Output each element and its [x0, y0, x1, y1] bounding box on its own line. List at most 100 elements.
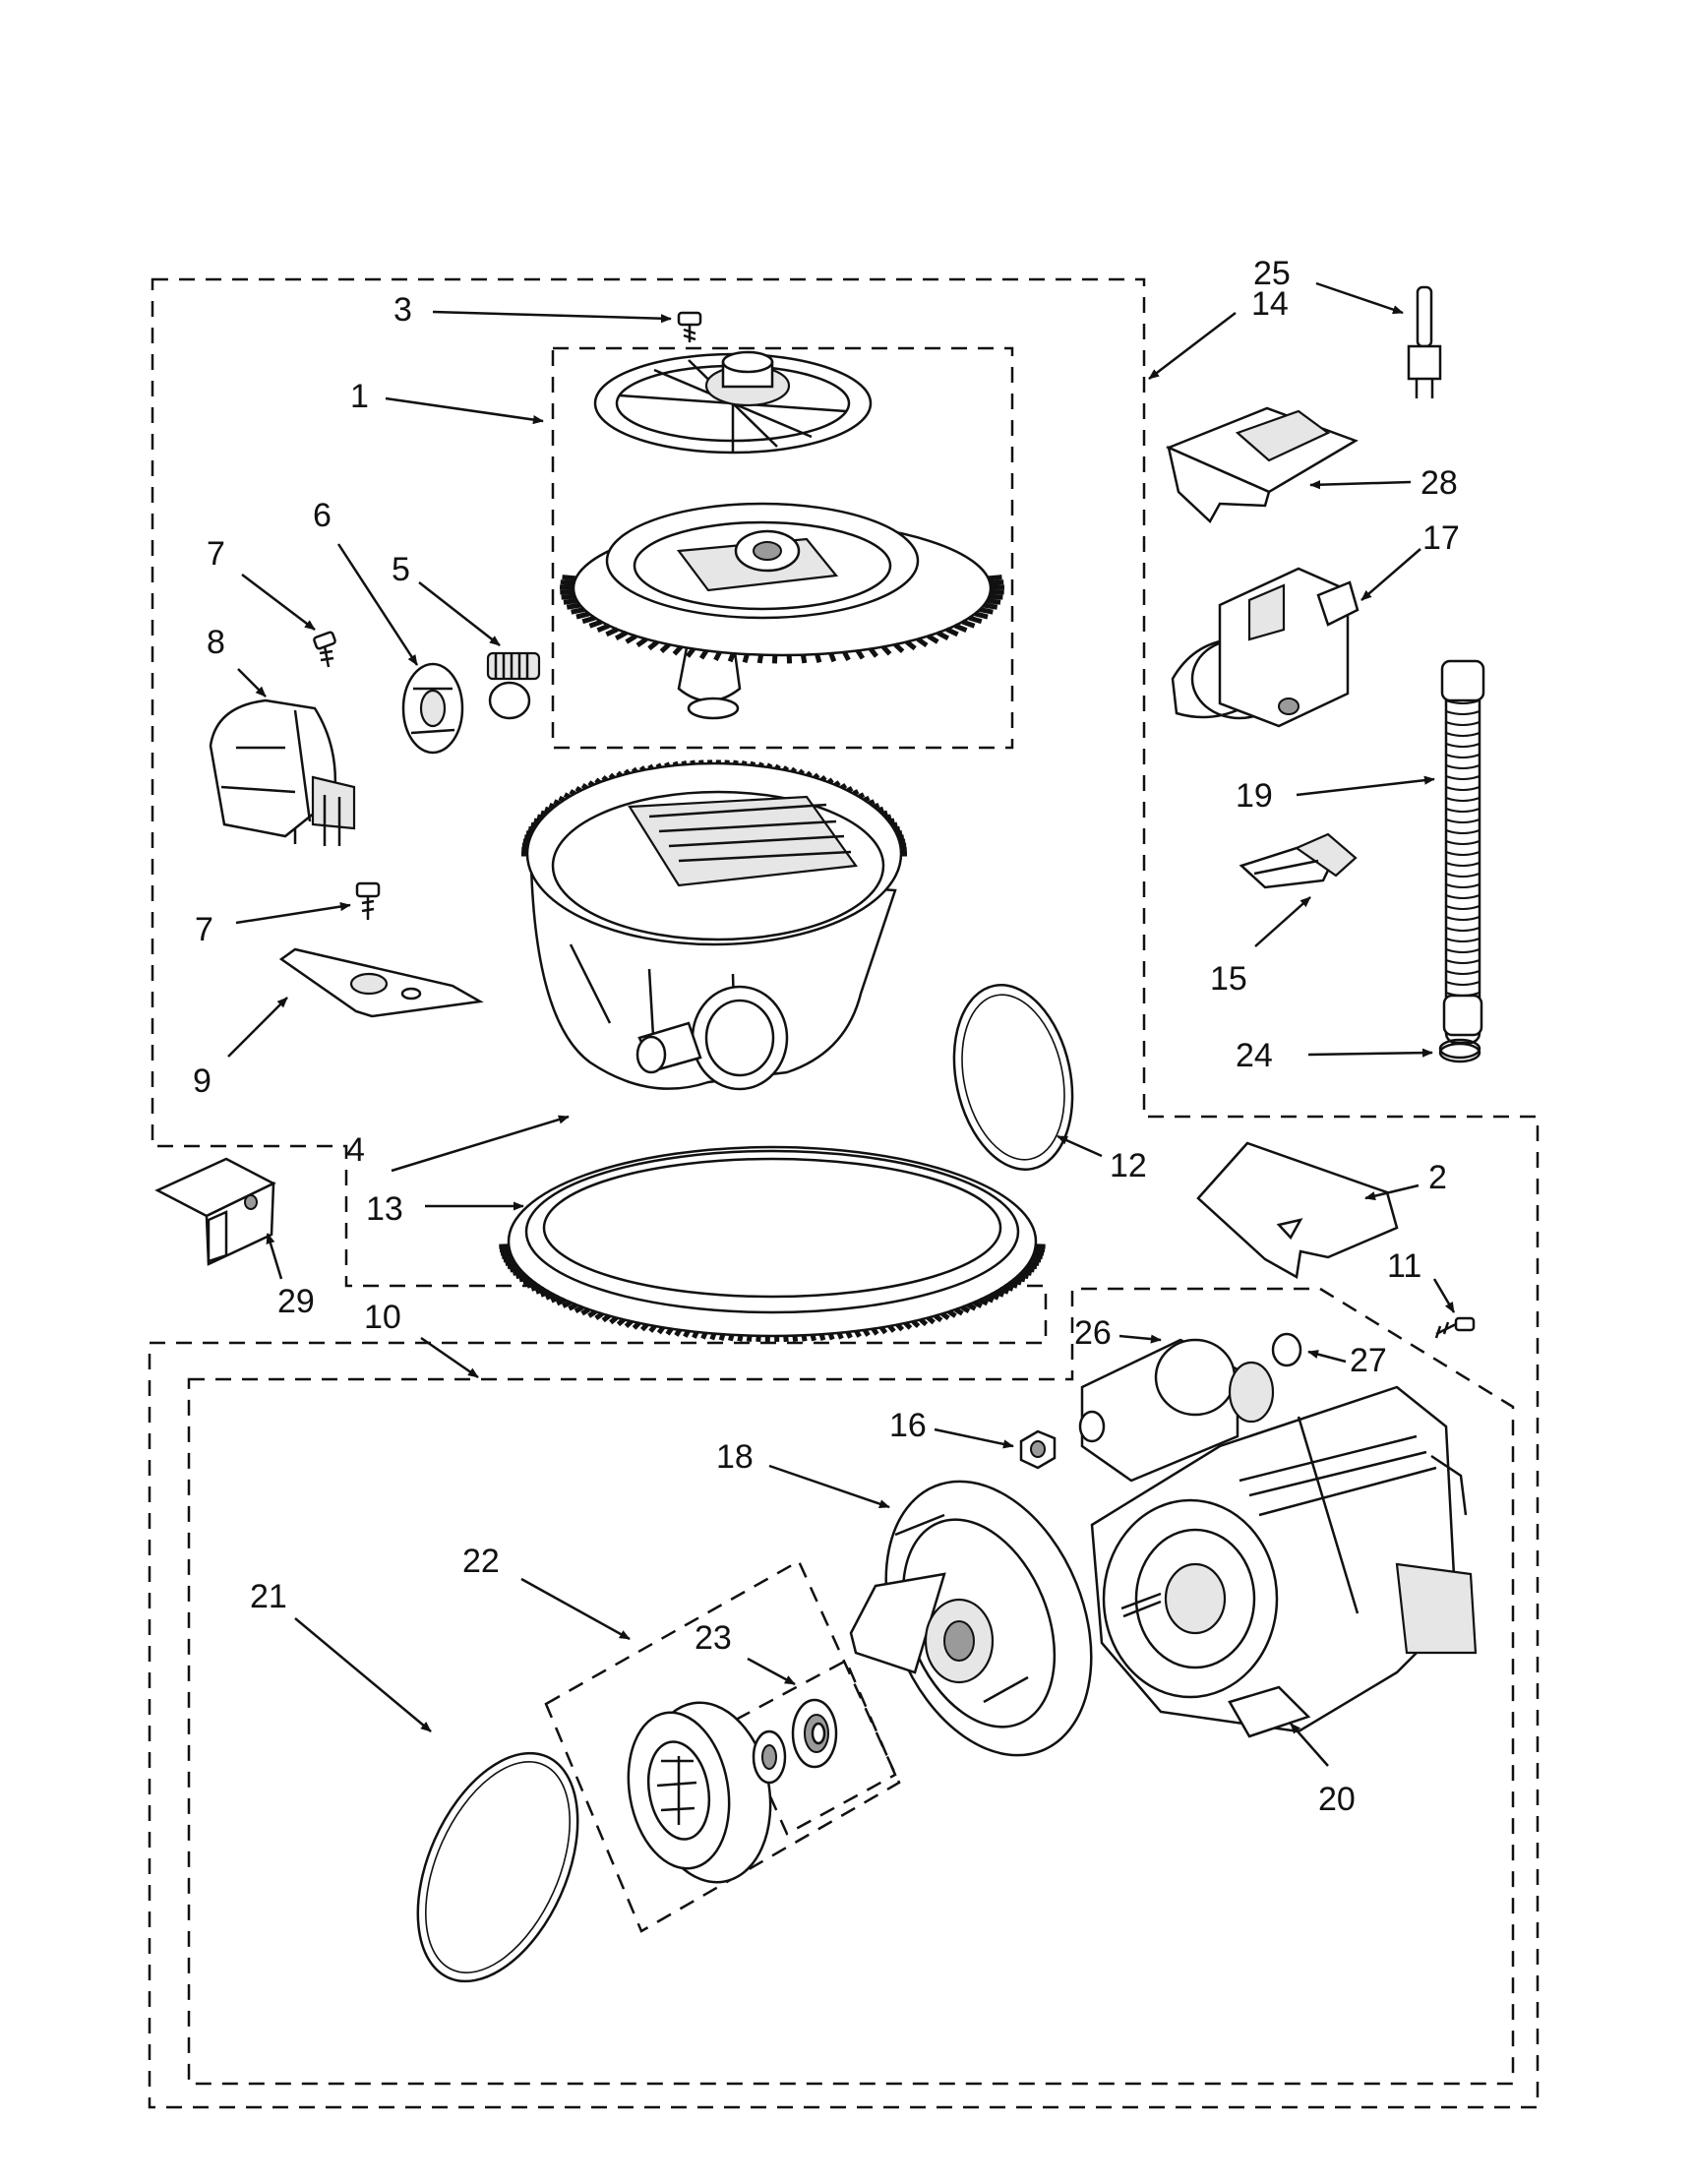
tooth	[503, 1256, 514, 1263]
tooth	[947, 1309, 957, 1318]
tooth	[587, 780, 595, 788]
tooth	[580, 783, 588, 790]
tooth	[983, 602, 998, 610]
hose-rib	[1445, 948, 1480, 953]
tooth	[737, 1334, 744, 1342]
part-1-lower-spray-arm	[560, 502, 1004, 720]
tooth	[846, 786, 854, 793]
tooth	[1015, 1275, 1026, 1283]
tooth	[647, 763, 654, 770]
tooth	[733, 759, 739, 765]
callout-14: 14	[1251, 285, 1289, 323]
callout-7a: 7	[207, 535, 225, 573]
parts	[154, 285, 1485, 1983]
tooth	[656, 1325, 665, 1335]
callout-23: 23	[695, 1619, 732, 1657]
tooth	[574, 1304, 584, 1313]
tooth	[596, 623, 611, 633]
tooth	[718, 1333, 726, 1341]
leader-4	[391, 1115, 570, 1173]
tooth	[709, 1332, 717, 1341]
tooth	[727, 652, 736, 663]
leader-22	[520, 1577, 631, 1641]
tooth	[539, 1289, 551, 1298]
hose-ribs	[1445, 699, 1480, 997]
tooth	[1011, 1278, 1022, 1286]
tooth	[581, 615, 596, 625]
tooth	[783, 1335, 789, 1343]
tooth	[815, 653, 822, 663]
tooth	[990, 579, 1004, 585]
tooth	[884, 814, 892, 820]
tooth	[989, 1292, 999, 1301]
tooth	[972, 1300, 983, 1308]
part-1-spray-arm-cover	[593, 350, 873, 455]
leader-1	[385, 396, 544, 425]
tooth	[842, 650, 851, 662]
tooth	[615, 631, 628, 640]
tooth	[587, 1309, 597, 1318]
tooth	[638, 765, 646, 772]
tooth	[522, 1278, 533, 1286]
callout-22: 22	[462, 1543, 500, 1580]
tooth	[852, 789, 860, 796]
tooth	[750, 760, 756, 766]
tooth	[674, 1328, 683, 1337]
tooth	[601, 1313, 611, 1323]
leader-16	[934, 1427, 1014, 1449]
part-17-switch-housing	[1171, 567, 1360, 728]
tooth	[550, 1295, 561, 1304]
tooth	[998, 1287, 1009, 1295]
callout-18: 18	[716, 1438, 754, 1476]
tooth	[858, 792, 866, 800]
tooth	[1007, 1281, 1018, 1289]
tooth	[499, 1246, 511, 1253]
tooth	[635, 637, 648, 648]
tooth	[766, 762, 773, 769]
tooth	[616, 1317, 626, 1327]
hose-rib	[1445, 905, 1480, 910]
tooth	[594, 1311, 604, 1321]
tooth	[594, 777, 602, 785]
leader-7b	[235, 902, 351, 925]
tooth	[919, 1317, 929, 1327]
tooth	[540, 810, 548, 817]
hose-rib	[1445, 862, 1480, 867]
hose-rib	[1445, 959, 1480, 964]
leader-23	[747, 1657, 796, 1686]
tooth	[608, 772, 616, 780]
tooth	[560, 579, 574, 585]
tooth	[690, 759, 695, 765]
tooth	[605, 627, 619, 637]
tooth	[887, 818, 895, 824]
tooth	[810, 1334, 817, 1342]
tooth	[530, 1284, 541, 1292]
tooth	[544, 806, 552, 814]
tooth	[782, 765, 790, 772]
tooth	[558, 795, 566, 803]
tooth	[974, 611, 989, 620]
tooth	[863, 795, 871, 803]
callout-8: 8	[207, 624, 225, 661]
part-26-capacitor	[1078, 1338, 1275, 1483]
leader-21	[294, 1617, 432, 1732]
tooth	[1021, 1269, 1033, 1276]
leader-18	[768, 1464, 890, 1509]
callout-3: 3	[393, 291, 412, 329]
callout-12: 12	[1110, 1147, 1147, 1184]
callout-21: 21	[250, 1578, 287, 1615]
tooth	[806, 770, 813, 778]
tooth	[871, 1327, 879, 1336]
tooth	[1029, 1259, 1040, 1266]
part-11-screw	[1434, 1316, 1476, 1339]
tooth	[880, 644, 892, 656]
part-13-seal-ring	[499, 1145, 1046, 1343]
leader-17	[1360, 548, 1421, 601]
hose-rib	[1445, 840, 1480, 845]
tooth	[639, 1322, 649, 1332]
tooth	[979, 607, 994, 615]
tooth	[757, 761, 764, 767]
callout-2: 2	[1428, 1159, 1447, 1196]
leader-29	[266, 1233, 283, 1280]
tooth	[937, 631, 949, 640]
